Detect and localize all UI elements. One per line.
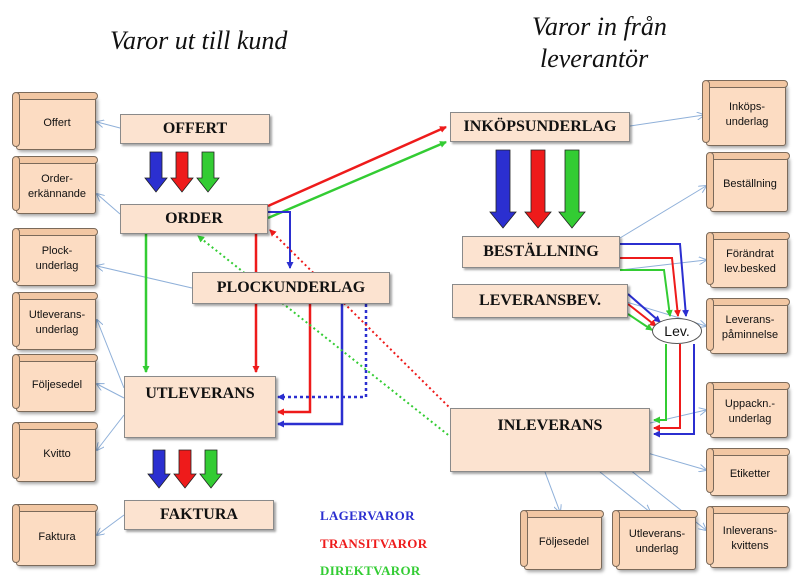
doc-inkopsunderlag-line1: Inköps- bbox=[728, 101, 766, 113]
box-offert-label: OFFERT bbox=[162, 120, 228, 137]
box-plockunderlag[interactable]: PLOCKUNDERLAG bbox=[192, 272, 390, 304]
doc-etiketter[interactable]: Etiketter bbox=[706, 448, 790, 496]
box-inkopsunderlag[interactable]: INKÖPSUNDERLAG bbox=[450, 112, 630, 142]
doc-utleveransunderlag-left-line1: Utleverans- bbox=[28, 309, 86, 321]
box-inleverans-label: INLEVERANS bbox=[497, 417, 603, 434]
doc-inkopsunderlag[interactable]: Inköps-underlag bbox=[702, 80, 788, 146]
doc-offert-label: Offert bbox=[43, 116, 71, 129]
box-leveransbev-label: LEVERANSBEV. bbox=[479, 292, 601, 309]
supplier-node[interactable]: Lev. bbox=[652, 318, 702, 344]
fat-arrows bbox=[144, 149, 586, 489]
doc-leveranspaminnelse-line1: Leverans- bbox=[725, 314, 775, 326]
doc-uppackn-line2: underlag bbox=[728, 413, 772, 425]
doc-utleveransunderlag-left-line2: underlag bbox=[35, 324, 79, 336]
box-bestallning[interactable]: BESTÄLLNING bbox=[462, 236, 620, 268]
box-offert[interactable]: OFFERT bbox=[120, 114, 270, 144]
doc-bestallning-label: Beställning bbox=[723, 177, 777, 190]
box-faktura-label: FAKTURA bbox=[160, 506, 238, 523]
doc-forandrat-levbesked[interactable]: Förändrat lev.besked bbox=[706, 232, 790, 288]
doc-foljesedel-bottom-label: Följesedel bbox=[538, 535, 590, 548]
doc-inleveranskvittens-line2: kvittens bbox=[731, 540, 769, 552]
box-utleverans-label: UTLEVERANS bbox=[145, 385, 255, 402]
doc-ordererkannande-line2: erkännande bbox=[27, 188, 87, 200]
doc-kvitto-label: Kvitto bbox=[43, 447, 71, 460]
doc-etiketter-label: Etiketter bbox=[729, 467, 771, 480]
doc-ordererkannande-line1: Order- bbox=[41, 173, 73, 185]
doc-utleveransunderlag-bottom[interactable]: Utleverans-underlag bbox=[612, 510, 698, 570]
doc-offert[interactable]: Offert bbox=[12, 92, 98, 150]
doc-faktura-label: Faktura bbox=[38, 530, 76, 543]
doc-utleveransunderlag-left[interactable]: Utleverans-underlag bbox=[12, 292, 98, 350]
title-inbound-line2: leverantör bbox=[540, 44, 649, 73]
legend-lagervaror: LAGERVAROR bbox=[320, 508, 415, 523]
box-bestallning-label: BESTÄLLNING bbox=[483, 243, 599, 260]
doc-forandrat-line2: lev.besked bbox=[724, 263, 776, 275]
doc-ordererkannande[interactable]: Order-erkännande bbox=[12, 156, 98, 214]
doc-bestallning[interactable]: Beställning bbox=[706, 152, 790, 212]
doc-uppackn-line1: Uppackn.- bbox=[724, 398, 776, 410]
doc-uppackningsunderlag[interactable]: Uppackn.- underlag bbox=[706, 382, 790, 438]
title-outbound: Varor ut till kund bbox=[110, 26, 288, 55]
doc-foljesedel-bottom[interactable]: Följesedel bbox=[520, 510, 604, 570]
box-inleverans[interactable]: INLEVERANS bbox=[450, 408, 650, 472]
doc-plockunderlag[interactable]: Plock-underlag bbox=[12, 228, 98, 286]
doc-inleveranskvittens[interactable]: Inleverans-kvittens bbox=[706, 506, 790, 568]
box-faktura[interactable]: FAKTURA bbox=[124, 500, 274, 530]
doc-inkopsunderlag-line2: underlag bbox=[725, 116, 769, 128]
title-inbound-line1: Varor in från bbox=[532, 12, 667, 41]
box-utleverans[interactable]: UTLEVERANS bbox=[124, 376, 276, 438]
doc-leveranspaminnelse-line2: påminnelse bbox=[721, 329, 779, 341]
doc-inleveranskvittens-line1: Inleverans- bbox=[722, 525, 778, 537]
doc-kvitto[interactable]: Kvitto bbox=[12, 422, 98, 482]
doc-plockunderlag-line2: underlag bbox=[35, 260, 79, 272]
box-inkopsunderlag-label: INKÖPSUNDERLAG bbox=[463, 118, 617, 135]
box-leveransbev[interactable]: LEVERANSBEV. bbox=[452, 284, 628, 318]
doc-foljesedel-left[interactable]: Följesedel bbox=[12, 354, 98, 412]
doc-forandrat-line1: Förändrat bbox=[726, 248, 774, 260]
doc-utleveransunderlag-bottom-line2: underlag bbox=[635, 543, 679, 555]
doc-utleveransunderlag-bottom-line1: Utleverans- bbox=[628, 528, 686, 540]
box-order-label: ORDER bbox=[165, 210, 223, 227]
doc-faktura[interactable]: Faktura bbox=[12, 504, 98, 566]
legend-direktvaror: DIREKTVAROR bbox=[320, 563, 421, 578]
box-order[interactable]: ORDER bbox=[120, 204, 268, 234]
doc-plockunderlag-line1: Plock- bbox=[41, 245, 73, 257]
box-plockunderlag-label: PLOCKUNDERLAG bbox=[216, 279, 366, 296]
legend-transitvaror: TRANSITVAROR bbox=[320, 536, 428, 551]
doc-foljesedel-left-label: Följesedel bbox=[31, 378, 83, 391]
doc-leveranspaminnelse[interactable]: Leverans-påminnelse bbox=[706, 298, 790, 354]
